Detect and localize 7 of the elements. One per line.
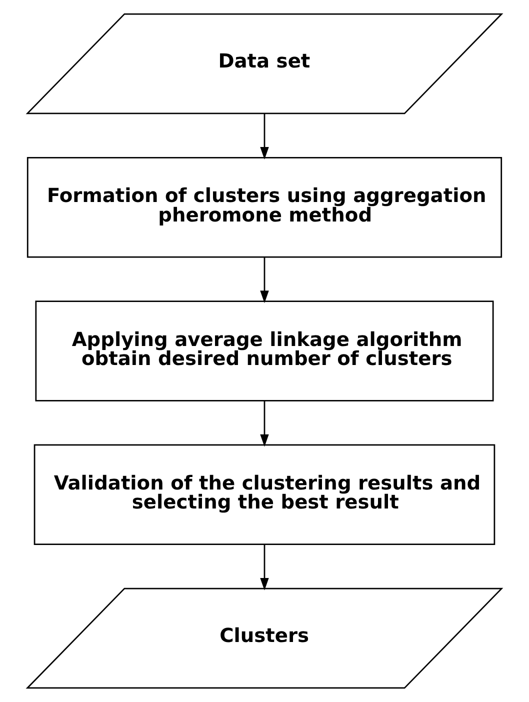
arrow bbox=[260, 544, 269, 590]
node-box: Formation of clusters using aggregation pheromone method bbox=[26, 156, 502, 258]
arrow bbox=[260, 400, 269, 447]
arrow bbox=[260, 114, 269, 160]
node-box: Validation of the clustering results and selecting the best result bbox=[34, 444, 496, 546]
node-box: Applying average linkage algorithm obtain desired number of clusters bbox=[35, 300, 494, 402]
arrow bbox=[260, 257, 269, 304]
